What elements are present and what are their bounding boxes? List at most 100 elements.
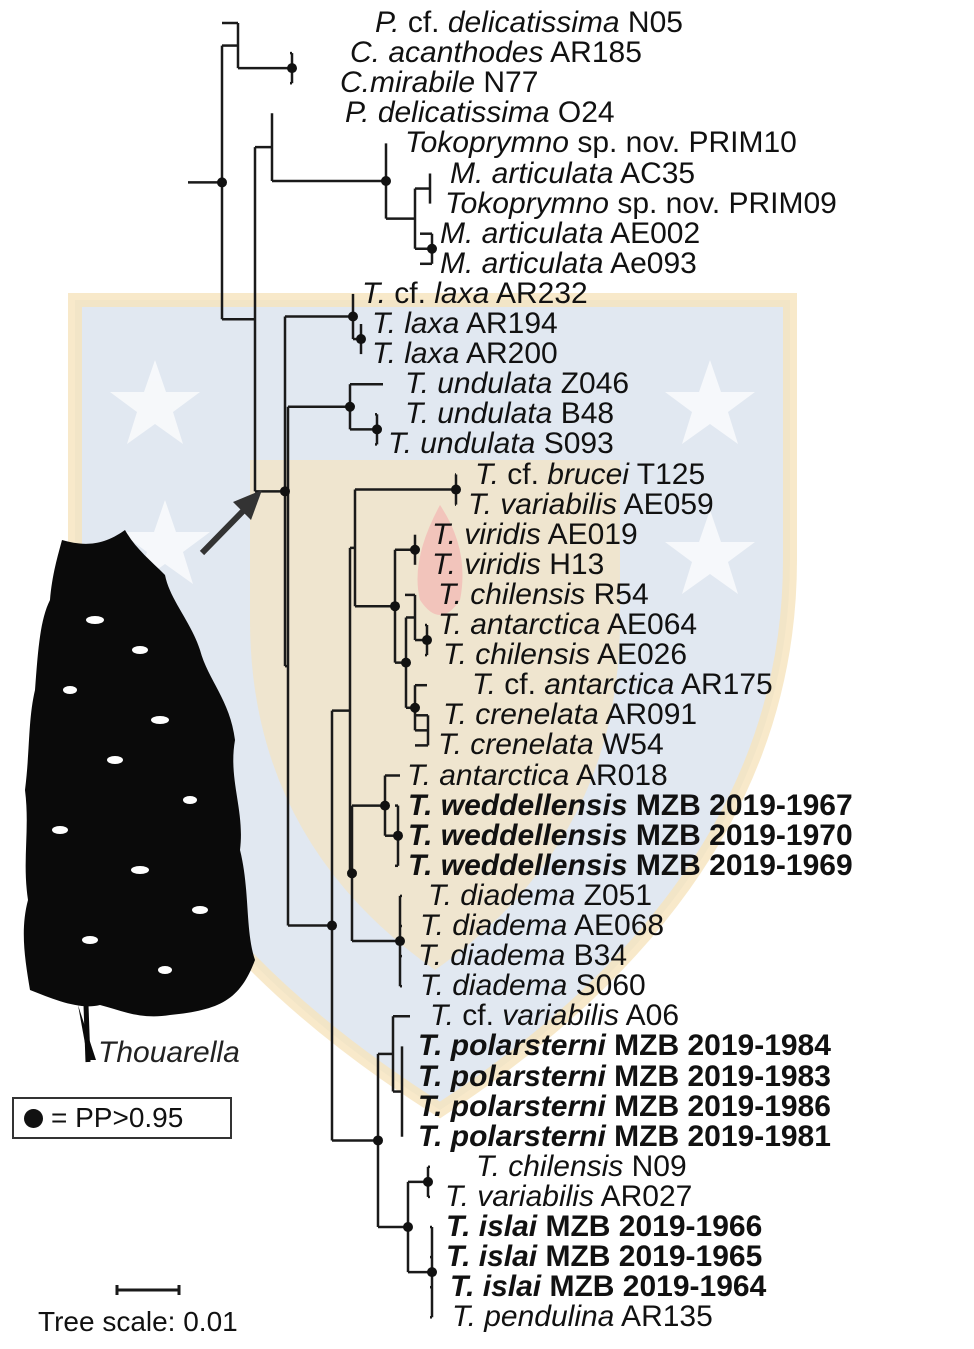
- leaf-label: T. laxa AR194: [372, 309, 558, 339]
- silhouette-gap: [86, 616, 104, 624]
- leaf-label: M. articulata AE002: [440, 219, 700, 249]
- species-name: T. antarctica: [407, 759, 569, 792]
- specimen-id: AR185: [543, 36, 641, 69]
- leaf-label: T. antarctica AR018: [407, 761, 668, 791]
- support-node-dot: [373, 1135, 383, 1145]
- species-name: T. pendulina: [452, 1300, 614, 1333]
- specimen-id: AR135: [614, 1300, 712, 1333]
- specimen-id: S093: [535, 427, 613, 460]
- silhouette-gap: [107, 756, 123, 764]
- species-name: T. diadema: [428, 879, 575, 912]
- silhouette-gap: [82, 936, 98, 944]
- species-name: T. viridis: [432, 548, 541, 581]
- specimen-id: O24: [550, 96, 615, 129]
- specimen-id: AR194: [459, 307, 557, 340]
- specimen-id: cf.: [386, 277, 434, 310]
- support-node-dot: [347, 868, 357, 878]
- legend-text: = PP>0.95: [51, 1102, 183, 1134]
- specimen-id: AE026: [590, 638, 687, 671]
- leaf-label: T. chilensis R54: [438, 580, 649, 610]
- leaf-label: T. diadema S060: [420, 971, 646, 1001]
- specimen-id: MZB 2019-1967: [628, 789, 853, 822]
- species-name: T. polarsterni: [418, 1060, 606, 1093]
- species-name: P. delicatissima: [345, 96, 550, 129]
- specimen-id: AR018: [569, 759, 667, 792]
- leaf-label: M. articulata Ae093: [440, 249, 697, 279]
- leaf-label: T. cf. antarctica AR175: [472, 670, 773, 700]
- species-name: T. laxa: [372, 307, 459, 340]
- leaf-label: T. chilensis N09: [476, 1152, 687, 1182]
- support-node-dot: [393, 831, 403, 841]
- silhouette-gap: [183, 796, 197, 804]
- leaf-label: T. undulata Z046: [405, 369, 629, 399]
- specimen-id: N77: [475, 66, 538, 99]
- species-name: T.: [362, 277, 386, 310]
- species-name: T. weddellensis: [408, 819, 628, 852]
- species-name: T.: [472, 668, 496, 701]
- specimen-id: B34: [565, 939, 627, 972]
- support-node-dot: [287, 63, 297, 73]
- species-name: C.mirabile: [340, 66, 475, 99]
- leaf-label: T. undulata B48: [405, 399, 614, 429]
- support-node-dot: [345, 402, 355, 412]
- species-name: delicatissima: [448, 6, 620, 39]
- specimen-id: A06: [619, 999, 679, 1032]
- support-node-dot: [423, 1177, 433, 1187]
- specimen-id: cf.: [454, 999, 502, 1032]
- specimen-id: AE002: [603, 217, 700, 250]
- specimen-id: sp. nov. PRIM10: [569, 126, 797, 159]
- support-node-dot: [427, 1267, 437, 1277]
- arrow-icon: [202, 490, 262, 553]
- support-node-dot: [356, 334, 366, 344]
- leaf-label: T. islai MZB 2019-1966: [446, 1212, 762, 1242]
- species-name: T. weddellensis: [408, 849, 628, 882]
- taxon-label: Thouarella: [98, 1036, 240, 1070]
- species-name: P.: [375, 6, 399, 39]
- support-dot-icon: [24, 1109, 43, 1128]
- specimen-id: S060: [567, 969, 645, 1002]
- species-name: T. undulata: [405, 397, 552, 430]
- silhouette-crown: [24, 530, 255, 1016]
- species-name: T. variabilis: [445, 1180, 594, 1213]
- specimen-id: T125: [629, 458, 705, 491]
- silhouette-stem: [86, 1005, 88, 1062]
- species-name: T. crenelata: [438, 728, 594, 761]
- specimen-id: MZB 2019-1984: [606, 1029, 831, 1062]
- specimen-id: Z046: [552, 367, 629, 400]
- species-name: T. islai: [446, 1210, 537, 1243]
- specimen-id: MZB 2019-1983: [606, 1060, 831, 1093]
- specimen-id: AE064: [600, 608, 697, 641]
- specimen-id: AR232: [489, 277, 587, 310]
- species-name: T. undulata: [388, 427, 535, 460]
- leaf-label: Tokoprymno sp. nov. PRIM09: [445, 189, 837, 219]
- specimen-id: AR091: [599, 698, 697, 731]
- scale-bar: [117, 1285, 179, 1295]
- specimen-id: cf.: [499, 458, 547, 491]
- specimen-id: AE059: [617, 488, 714, 521]
- species-name: T. polarsterni: [418, 1029, 606, 1062]
- leaf-label: T. polarsterni MZB 2019-1984: [418, 1031, 831, 1061]
- species-name: C. acanthodes: [350, 36, 543, 69]
- silhouette-gap: [131, 866, 149, 874]
- leaf-label: P. delicatissima O24: [345, 98, 615, 128]
- leaf-label: T. crenelata AR091: [443, 700, 697, 730]
- support-node-dot: [217, 177, 227, 187]
- support-node-dot: [410, 703, 420, 713]
- leaf-label: T. cf. variabilis A06: [430, 1001, 679, 1031]
- leaf-label: T. islai MZB 2019-1965: [446, 1242, 762, 1272]
- support-node-dot: [327, 921, 337, 931]
- leaf-label: T. viridis H13: [432, 550, 604, 580]
- leaf-label: T. weddellensis MZB 2019-1967: [408, 791, 853, 821]
- specimen-id: R54: [585, 578, 648, 611]
- leaf-label: T. polarsterni MZB 2019-1983: [418, 1062, 831, 1092]
- specimen-id: MZB 2019-1986: [606, 1090, 831, 1123]
- leaf-label: T. polarsterni MZB 2019-1981: [418, 1122, 831, 1152]
- specimen-id: Ae093: [603, 247, 696, 280]
- species-name: T. antarctica: [438, 608, 600, 641]
- species-name: T.: [430, 999, 454, 1032]
- species-name: T. diadema: [420, 969, 567, 1002]
- specimen-id: N09: [623, 1150, 686, 1183]
- specimen-id: AE019: [541, 518, 638, 551]
- specimen-id: B48: [552, 397, 614, 430]
- leaf-label: T. diadema AE068: [420, 911, 664, 941]
